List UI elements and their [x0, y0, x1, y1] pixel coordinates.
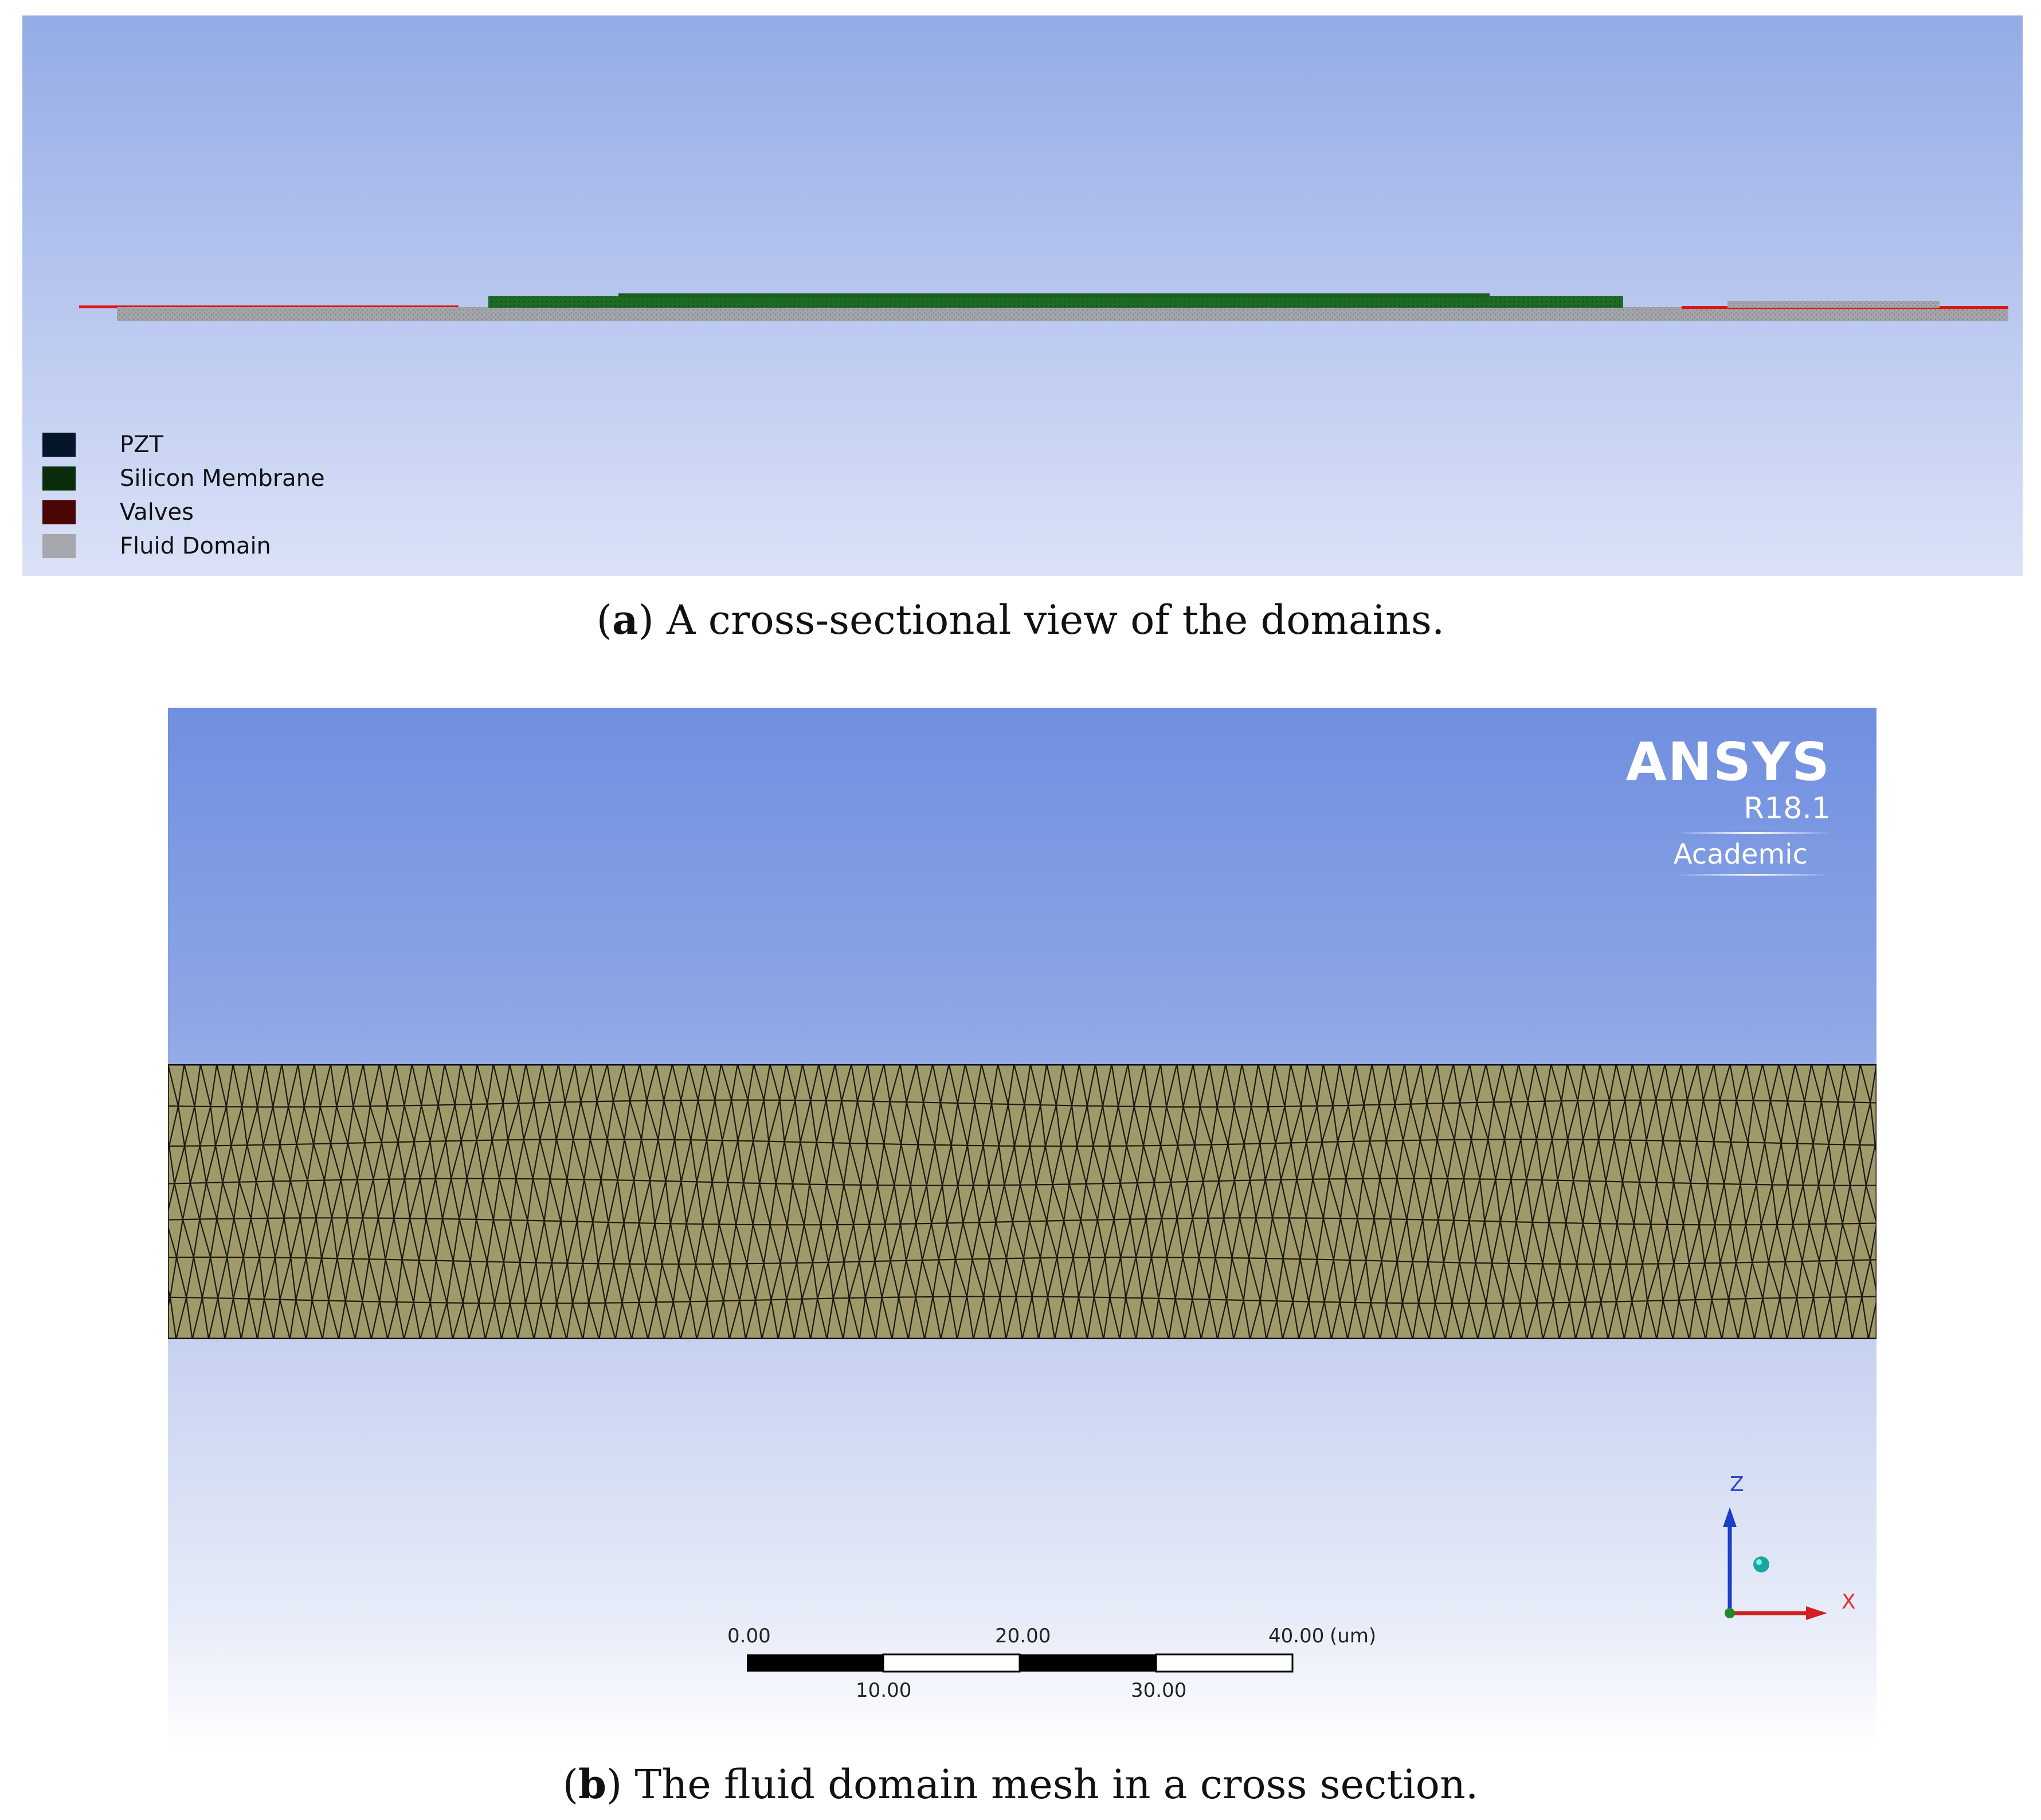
- domains-cross-section-viewport[interactable]: PZT Silicon Membrane Valves Fluid Domain: [22, 15, 2023, 576]
- fluid-domain: [117, 307, 2008, 321]
- mesh-viewport[interactable]: ANSYS R18.1 Academic 0.00 20.00 40.00 (u…: [168, 708, 1877, 1751]
- scale-label-10: 10.00: [856, 1679, 912, 1702]
- scale-label-0: 0.00: [727, 1625, 771, 1648]
- mesh-lines: [168, 1064, 1877, 1339]
- legend-label-fluid-domain: Fluid Domain: [120, 533, 271, 559]
- ansys-brand: ANSYS: [1625, 731, 1831, 793]
- scale-bar-segments: [747, 1653, 1294, 1673]
- legend-swatch-pzt: [42, 433, 76, 457]
- caption-b-letter: b: [578, 1760, 606, 1808]
- mesh-edges: [168, 1064, 1877, 1339]
- z-axis-label: Z: [1730, 1473, 1744, 1496]
- legend-label-silicon-membrane: Silicon Membrane: [120, 465, 325, 492]
- fluid-domain-mesh: [168, 1064, 1877, 1339]
- scale-label-40: 40.00: [1268, 1625, 1325, 1648]
- legend-swatch-silicon-membrane: [42, 466, 76, 491]
- left-valve: [79, 305, 459, 308]
- caption-b: (b) The fluid domain mesh in a cross sec…: [562, 1760, 1479, 1808]
- ansys-separator-bottom: [1676, 874, 1831, 876]
- caption-b-text: ) The fluid domain mesh in a cross secti…: [606, 1761, 1479, 1808]
- ansys-logo: ANSYS R18.1 Academic: [1626, 734, 1831, 876]
- caption-a-letter: a: [612, 596, 638, 644]
- silicon-membrane-top: [618, 293, 1490, 297]
- silicon-membrane: [488, 296, 1623, 308]
- axis-triad-arrows: [1723, 1507, 1827, 1620]
- domains-cross-section-geometry: [79, 293, 2008, 321]
- ansys-version: R18.1: [1744, 791, 1831, 826]
- ansys-separator: [1676, 832, 1831, 834]
- ansys-edition: Academic: [1673, 838, 1808, 870]
- caption-a-text: ) A cross-sectional view of the domains.: [638, 597, 1445, 644]
- caption-a: (a) A cross-sectional view of the domain…: [596, 596, 1445, 644]
- x-axis-label: X: [1842, 1590, 1856, 1614]
- scale-unit: (um): [1330, 1625, 1377, 1648]
- legend-label-valves: Valves: [120, 499, 194, 525]
- scale-label-20: 20.00: [995, 1625, 1051, 1648]
- right-valve-block: [1727, 301, 1940, 308]
- legend-swatch-valves: [42, 500, 76, 524]
- legend-swatch-fluid-domain: [42, 534, 76, 558]
- legend-label-pzt: PZT: [120, 432, 163, 458]
- mesh-border: [168, 1064, 1877, 1339]
- scale-label-30: 30.00: [1131, 1679, 1187, 1702]
